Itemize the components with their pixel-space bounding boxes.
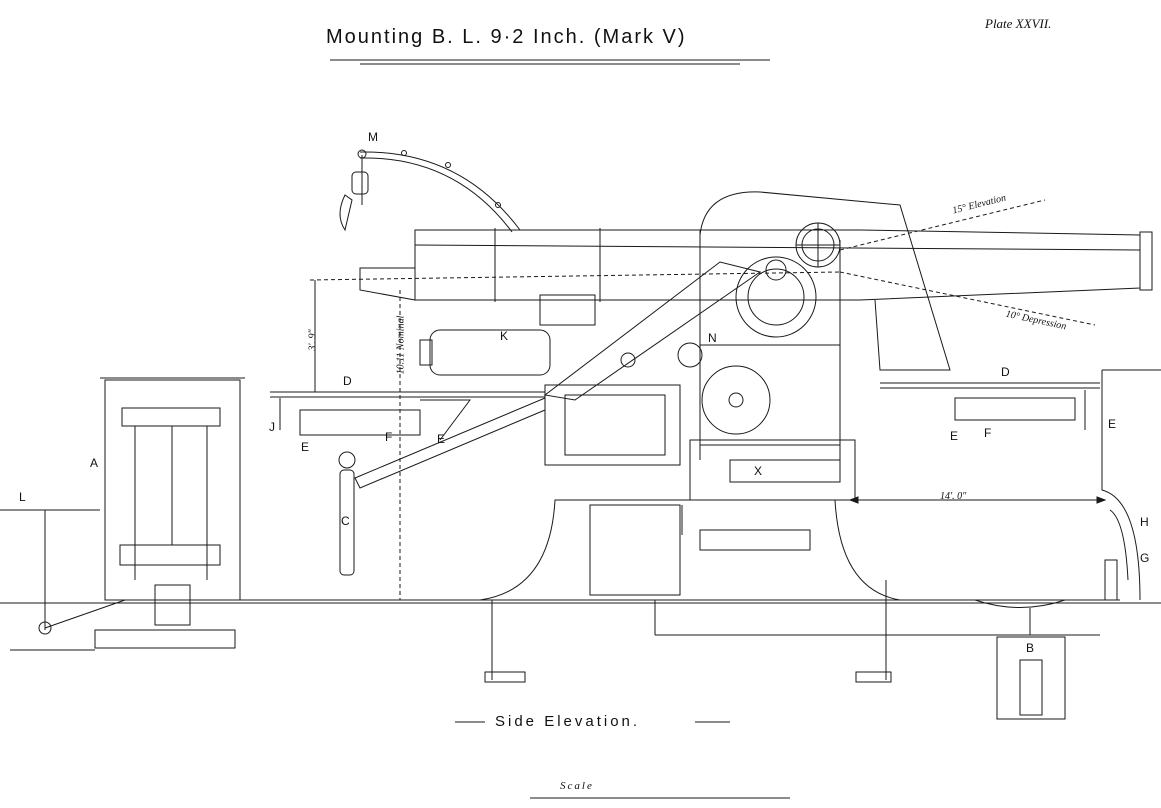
recoil-cylinder	[420, 295, 595, 375]
loading-arc	[340, 150, 520, 232]
label-h: H	[1140, 515, 1149, 529]
label-x: X	[754, 464, 763, 478]
label-n: N	[708, 331, 717, 345]
label-m: M	[368, 130, 378, 144]
label-e-mid: E	[437, 432, 446, 446]
support-column-c	[339, 452, 355, 575]
label-b: B	[1026, 641, 1035, 655]
hydraulic-press-a	[95, 378, 245, 648]
platform-right	[880, 383, 1100, 430]
label-k: K	[500, 329, 509, 343]
elevating-gear	[621, 223, 840, 434]
lever-l	[0, 510, 125, 650]
platform-bracket	[355, 398, 545, 488]
drawing-title: Mounting B. L. 9·2 Inch. (Mark V)	[326, 26, 687, 48]
view-caption: Side Elevation.	[495, 713, 641, 730]
label-d-right: D	[1001, 365, 1010, 379]
label-d-left: D	[343, 374, 352, 388]
label-j: J	[269, 420, 275, 434]
pedestal-base	[480, 500, 1100, 635]
emplacement-wall	[1102, 370, 1161, 600]
span-dimension: 14'. 0"	[940, 491, 967, 502]
label-e-right-inner: E	[950, 429, 959, 443]
gun-barrel	[360, 228, 1152, 302]
label-f-right: F	[984, 426, 992, 440]
label-l: L	[19, 490, 26, 504]
label-f-left: F	[385, 430, 393, 444]
sight-lines	[310, 200, 1095, 600]
pit-b	[975, 600, 1065, 719]
label-c: C	[341, 514, 350, 528]
scale-caption: Scale	[560, 780, 594, 792]
label-g: G	[1140, 551, 1150, 565]
label-a: A	[90, 456, 99, 470]
height-dimension: 3'. 9"	[307, 329, 319, 351]
dimension-lines	[315, 280, 1105, 503]
label-e-right-outer: E	[1108, 417, 1117, 431]
label-e-left: E	[301, 440, 310, 454]
plate-number: Plate XXVII.	[985, 16, 1052, 31]
training-levers	[485, 505, 891, 682]
platform-left	[270, 392, 545, 435]
nominal-annotation: 10.11 Nominal	[395, 315, 407, 375]
